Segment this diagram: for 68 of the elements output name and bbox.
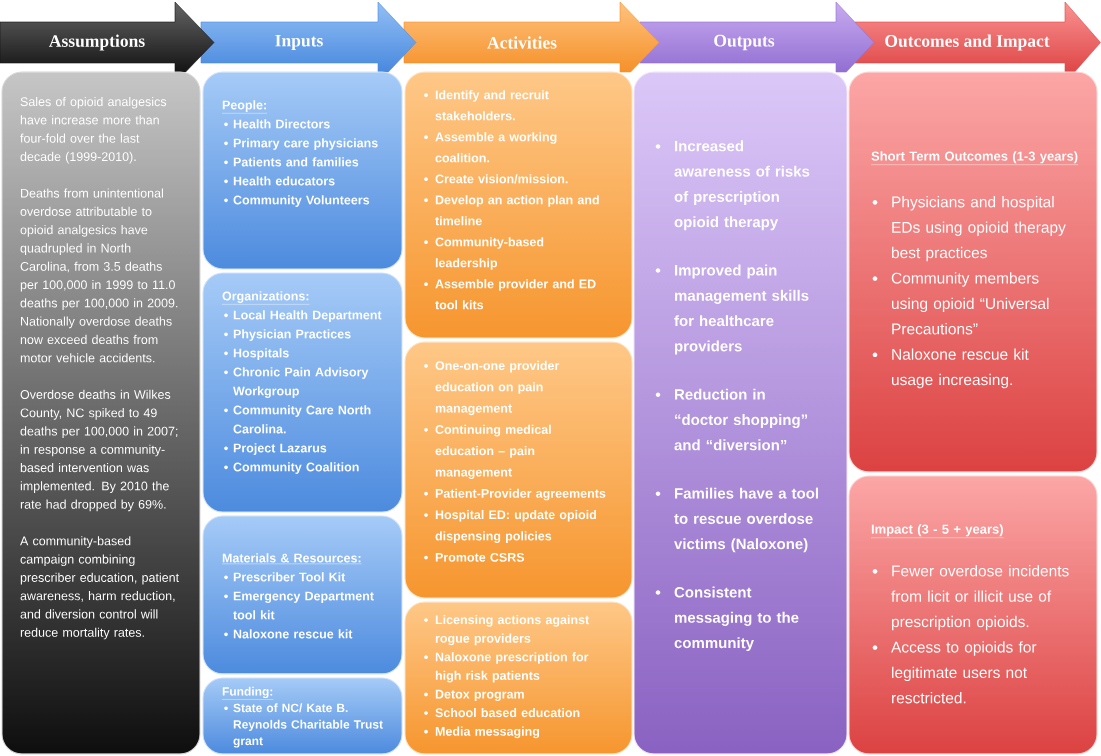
list-item: Continuing medical education – pain management xyxy=(435,424,551,480)
paragraph: Sales of opioid analgesics have increase more than four-fold over the last decade (1999-2010). xyxy=(20,96,167,164)
list-item: Emergency Department tool kit xyxy=(233,591,374,620)
paragraph: A community-based campaign combining prescriber education, patient awareness, harm reduction, and diversion control will reduce mortality rates. xyxy=(20,536,179,640)
list-item: Primary care physicians xyxy=(233,138,378,150)
list-item: Chronic Pain Advisory Workgroup xyxy=(233,367,369,398)
list-item: One-on-one provider education on pain management xyxy=(435,360,560,416)
list-item: Community members using opioid “Universal Precautions” xyxy=(891,272,1049,335)
list-item: Health Directors xyxy=(233,119,330,129)
list-item: Access to opioids for legitimate users not resctricted. xyxy=(891,641,1037,704)
list-item: Media messaging xyxy=(435,726,540,739)
heading: Funding: xyxy=(221,686,274,700)
list-item: Physician Practices xyxy=(233,329,351,341)
list-item: Naloxone rescue kit usage increasing. xyxy=(892,348,1029,389)
list-item: Detox program xyxy=(435,689,524,702)
list-item: Hospital ED: update opioid dispensing policies xyxy=(435,509,596,543)
list-item: Hospitals xyxy=(233,348,289,360)
list-item: Community Volunteers xyxy=(233,195,370,207)
list-item: Prescriber Tool Kit xyxy=(233,572,346,582)
arrow-banner xyxy=(403,1,660,73)
list-item: Create vision/mission. xyxy=(435,174,568,184)
arrow-banner xyxy=(200,1,417,73)
heading: Materials & Resources: xyxy=(221,553,362,565)
banner-title: Activities xyxy=(487,36,557,49)
arrow-banner xyxy=(854,1,1101,73)
paragraph: Overdose deaths in Wilkes County, NC spiked to 49 deaths per 100,000 in 2007; in response a community-based intervention was implemented. By 2010 the rate had dropped by 69%. xyxy=(20,389,178,512)
list-item: School based education xyxy=(435,707,580,718)
list-item: Community Care North Carolina. xyxy=(233,405,371,434)
heading: People: xyxy=(221,100,268,114)
banner-title: Inputs xyxy=(275,34,323,51)
banner-title: Assumptions xyxy=(49,34,145,51)
list-item: Physicians and hospital EDs using opioid therapy best practices xyxy=(892,196,1066,262)
list-item: Consistent messaging to the community xyxy=(674,586,799,652)
rounded-panel xyxy=(404,341,633,599)
banner-title: Outcomes and Impact xyxy=(885,34,1050,51)
arrow-banner xyxy=(639,1,875,73)
paragraph: Deaths from unintentional overdose attributable to opioid analgesics have quadrupled in North Carolina, from 3.5 deaths per 100,000 in 1999 to 11.0 deaths per 100,000 in 2009. Nationally overdose deaths now exceed deaths from motor vehicle accidents. xyxy=(20,188,178,363)
heading: Organizations: xyxy=(221,291,310,305)
list-item: State of NC/ Kate B. Reynolds Charitable Trust grant xyxy=(233,703,383,748)
rounded-panel xyxy=(848,475,1098,755)
list-item: Naloxone rescue kit xyxy=(233,629,353,639)
list-item: Community-based leadership xyxy=(435,237,544,270)
rounded-panel xyxy=(202,677,403,755)
list-item: Naloxone prescription for high risk patients xyxy=(435,652,589,683)
list-item: Improved pain management skills for healthcare providers xyxy=(674,264,809,355)
list-item: Patient-Provider agreements xyxy=(435,488,606,501)
list-item: Identify and recruit stakeholders. xyxy=(435,90,549,121)
list-item: Patients and families xyxy=(233,157,359,167)
rounded-panel xyxy=(404,601,633,755)
list-item: Licensing actions against rogue providers xyxy=(435,614,590,646)
list-item: Promote CSRS xyxy=(435,552,525,562)
rounded-panel xyxy=(202,272,403,513)
list-item: Develop an action plan and timeline xyxy=(435,195,599,226)
list-item: Health educators xyxy=(233,176,335,186)
list-item: Fewer overdose incidents from licit or illicit use of prescription opioids. xyxy=(891,565,1069,631)
list-item: Families have a tool to rescue overdose victims (Naloxone) xyxy=(674,487,818,553)
list-item: Project Lazarus xyxy=(233,443,327,455)
list-item: Assemble a working coalition. xyxy=(435,132,557,163)
list-item: Assemble provider and ED tool kits xyxy=(435,279,596,310)
heading: Short Term Outcomes (1-3 years) xyxy=(870,151,1079,165)
banner-title: Outputs xyxy=(714,34,775,51)
list-item: Reduction in “doctor shopping” and “diversion” xyxy=(674,388,808,451)
list-item: Increased awareness of risks of prescription opioid therapy xyxy=(674,140,810,231)
list-item: Local Health Department xyxy=(233,310,382,322)
list-item: Community Coalition xyxy=(233,462,359,474)
arrow-banner xyxy=(0,1,215,73)
heading: Impact (3 - 5 + years) xyxy=(870,524,1004,538)
rounded-panel xyxy=(202,515,403,675)
